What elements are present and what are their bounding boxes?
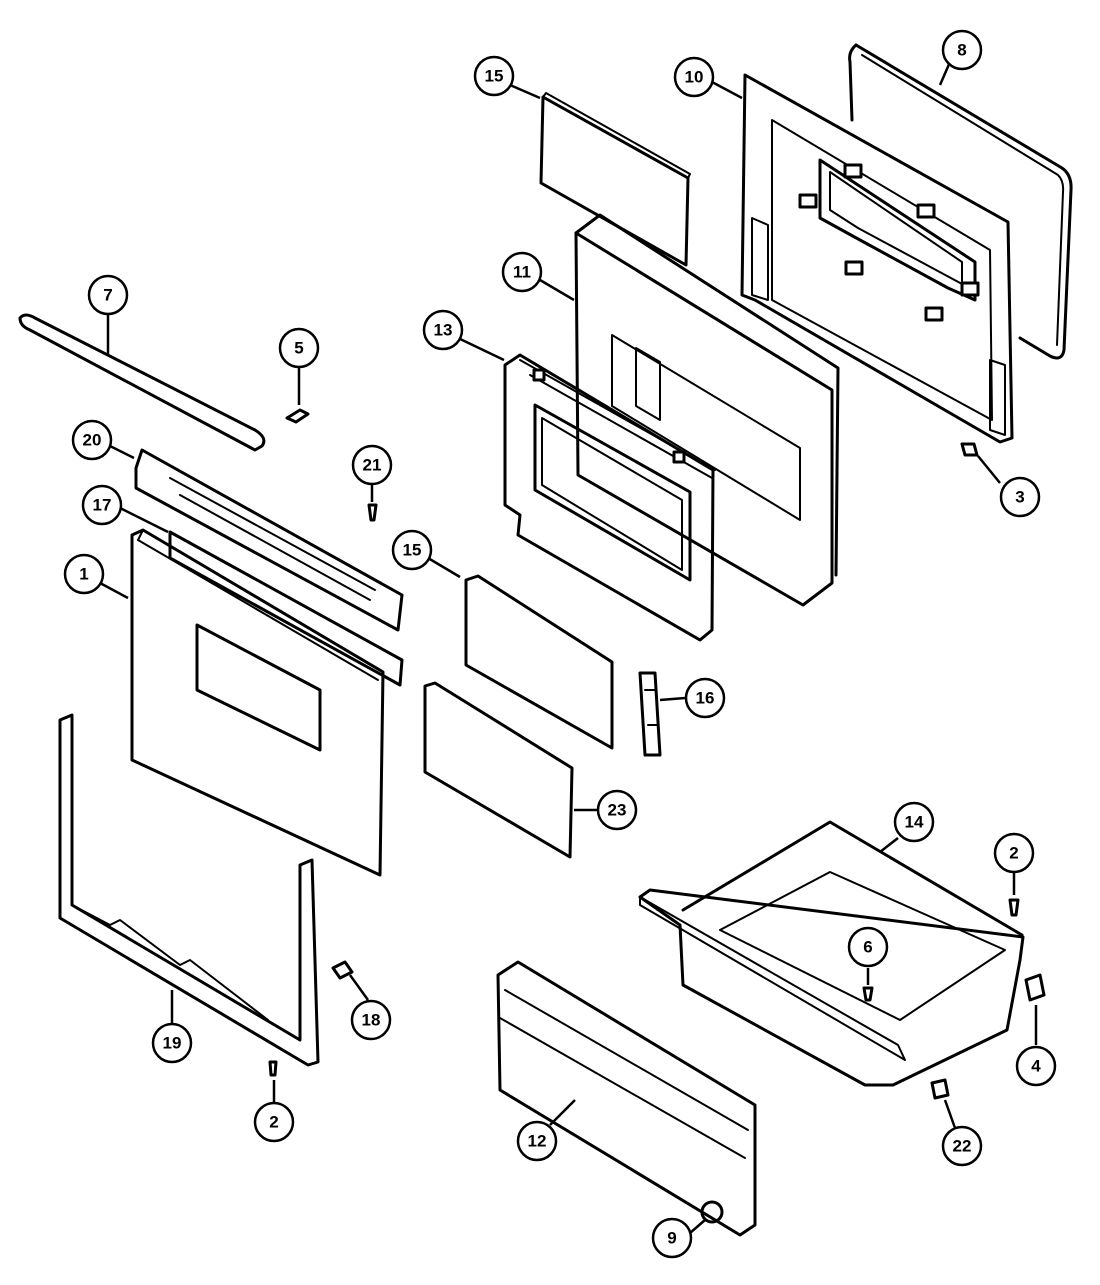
part-door-frame [574,213,840,607]
part-lower-door-frame [58,713,320,1067]
svg-text:21: 21 [363,456,382,475]
svg-text:6: 6 [863,938,872,957]
part-screw-18 [331,960,354,980]
leader-9 [689,1219,706,1234]
leader-17 [119,506,169,534]
callout-2-lower: 2 [253,1101,295,1143]
part-screw-2-upper [1008,898,1020,917]
part-hinge-bracket [638,671,662,757]
leader-3 [977,455,1001,484]
leader-16 [659,696,686,702]
leader-14 [879,837,899,853]
svg-text:16: 16 [696,689,715,708]
svg-text:9: 9 [667,1229,676,1248]
leader-15b [427,556,461,579]
callout-21: 21 [351,444,393,486]
callout-10: 10 [673,56,715,98]
leader-11 [539,278,575,302]
leader-12 [549,1099,576,1126]
svg-text:10: 10 [685,68,704,87]
leader-22 [943,1099,957,1129]
part-window-frame [503,353,716,642]
leader-18 [348,974,370,1001]
callout-8: 8 [941,29,983,71]
callout-2-upper: 2 [993,832,1035,874]
svg-text:23: 23 [608,801,627,820]
svg-text:13: 13 [434,321,453,340]
part-seal-strip [168,530,404,687]
part-screw-5 [285,408,310,424]
callout-9: 9 [651,1217,693,1259]
part-glass-panel-middle [464,574,614,750]
callout-14: 14 [893,801,935,843]
part-clip-4 [1024,973,1046,1002]
svg-text:22: 22 [953,1137,972,1156]
svg-text:2: 2 [1009,844,1018,863]
part-clip-22 [930,1078,950,1100]
leader-1 [99,581,129,600]
part-door-handle [18,313,266,452]
leader-15a [509,83,541,100]
callout-19: 19 [151,1022,193,1064]
svg-text:11: 11 [513,263,531,282]
part-drawer-box [638,820,1025,1087]
part-glass-panel-upper [539,92,691,267]
svg-text:5: 5 [294,339,303,358]
callout-18: 18 [350,999,392,1041]
svg-text:12: 12 [528,1132,547,1151]
leader-8 [938,61,952,86]
svg-text:15: 15 [485,67,504,86]
svg-text:19: 19 [163,1034,182,1053]
callout-15-upper: 15 [473,55,515,97]
callout-1: 1 [63,553,105,595]
part-screw-6 [862,986,874,1002]
part-outer-door-panel [130,528,385,877]
callout-6: 6 [847,926,889,968]
callout-20: 20 [71,419,113,461]
callout-22: 22 [941,1125,983,1167]
part-vent-trim [134,448,404,632]
part-knob [700,1200,724,1224]
part-drawer-front [496,960,757,1237]
callout-15-middle: 15 [391,529,433,571]
part-glass-panel-lower [423,681,574,859]
part-screw-21 [367,503,378,522]
callout-16: 16 [684,677,726,719]
svg-text:2: 2 [269,1113,278,1132]
svg-text:14: 14 [905,813,924,832]
svg-text:15: 15 [403,541,422,560]
leader-lines [99,61,1038,1234]
leader-10 [711,80,743,100]
svg-text:3: 3 [1015,488,1024,507]
svg-text:1: 1 [79,565,88,584]
leader-20 [107,443,135,460]
callout-13: 13 [422,309,464,351]
leader-13 [457,336,505,362]
part-screw-2-lower [268,1060,278,1077]
callout-7: 7 [87,274,129,316]
callout-12: 12 [516,1120,558,1162]
part-inner-door-panel [740,73,1014,444]
callout-23: 23 [596,789,638,831]
part-block-3 [960,442,979,457]
svg-text:4: 4 [1031,1057,1041,1076]
svg-text:7: 7 [103,286,112,305]
svg-text:18: 18 [362,1011,381,1030]
svg-text:17: 17 [93,496,112,515]
svg-text:8: 8 [957,41,966,60]
callout-4: 4 [1015,1045,1057,1087]
svg-text:20: 20 [83,431,102,450]
callout-11: 11 [501,251,543,293]
part-door-gasket [848,43,1073,360]
callout-17: 17 [81,484,123,526]
callout-3: 3 [999,476,1041,518]
callout-5: 5 [278,327,320,369]
